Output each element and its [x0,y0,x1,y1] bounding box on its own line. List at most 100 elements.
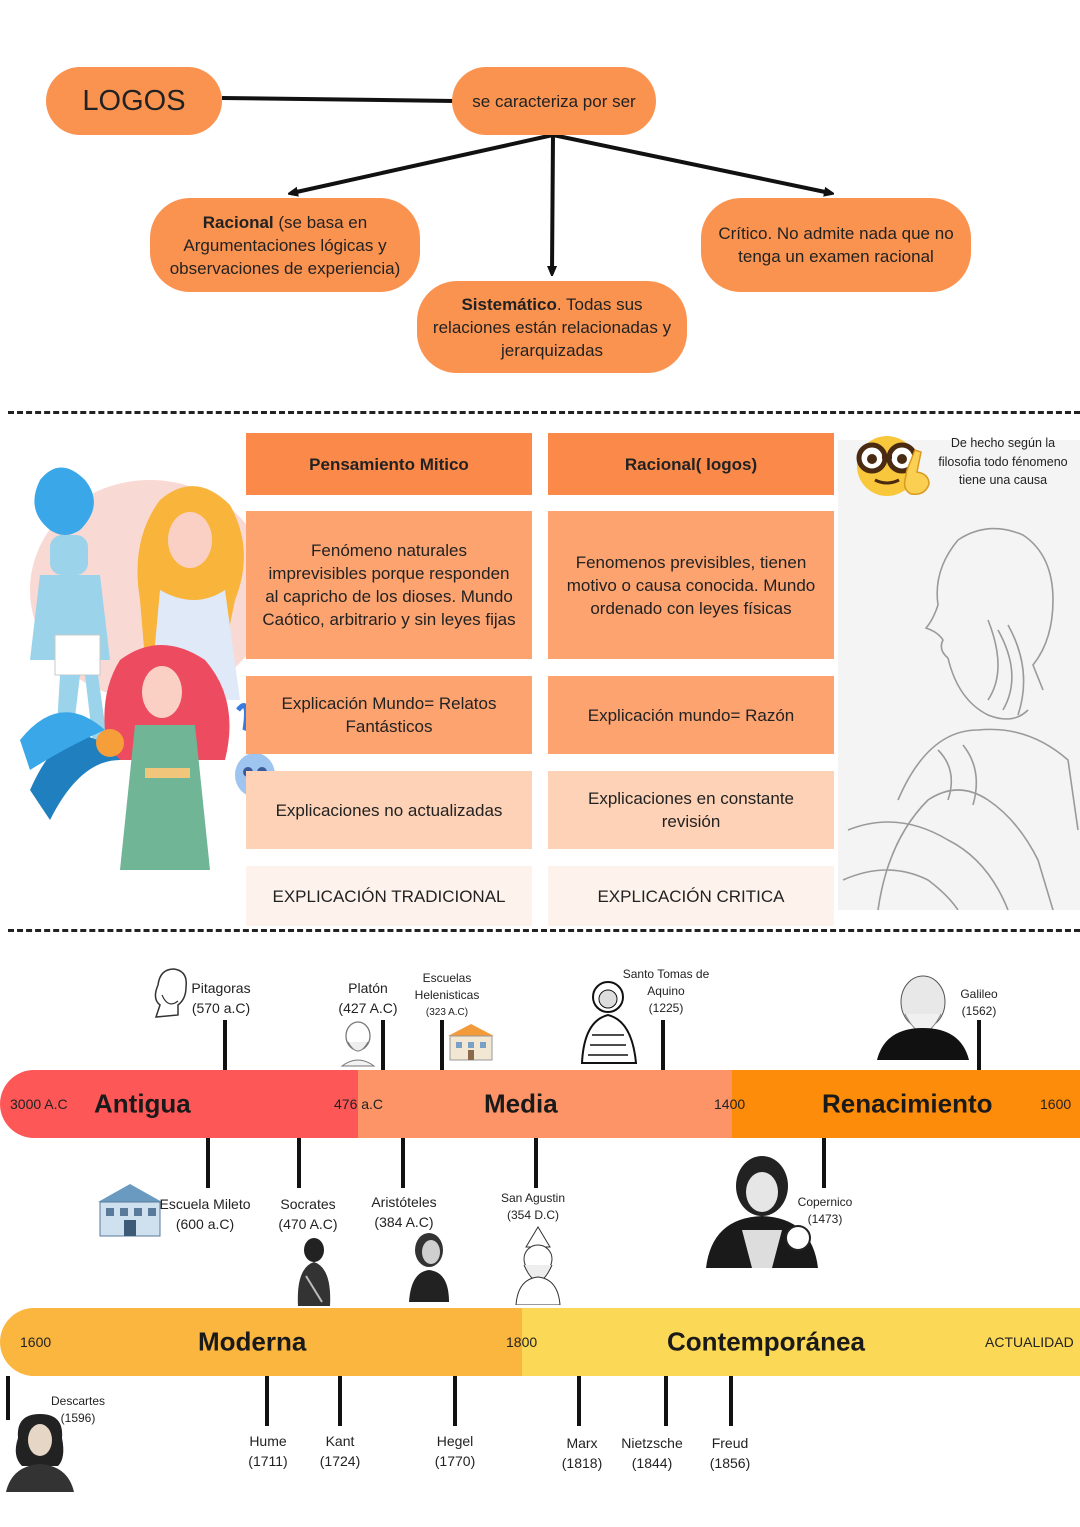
helenisticas-line1: Escuelas [422,971,472,985]
sistematico-bold: Sistemático [461,294,557,314]
nerd-emoji-icon [856,436,930,496]
tick-kant [338,1376,342,1426]
kant-name: Kant [325,1433,355,1449]
freud-date: (1856) [709,1455,751,1471]
root-connector-line [221,96,456,103]
arrow-to-racional [292,133,554,193]
marx-date: (1818) [561,1455,603,1471]
tick-platon [381,1020,385,1070]
racional-label: Racional (se basa en Argumentaciones lóg… [162,211,408,280]
tick-hume [265,1376,269,1426]
socrates-name: Socrates [280,1196,336,1212]
critico-label: Crítico. No admite nada que no tenga un … [718,224,954,266]
year-476ac: 476 a.C [334,1096,384,1112]
tick-helenisticas [440,1020,444,1070]
hegel-date: (1770) [434,1453,476,1469]
santo-tomas-engraving-icon [580,981,638,1064]
descartes-date: (1596) [60,1411,96,1425]
descartes-portrait-icon [6,1414,74,1492]
cell-racional-tipo: EXPLICACIÓN CRITICA [548,866,834,926]
year-1600-start: 1600 [20,1334,52,1350]
era-antigua-label: Antigua [94,1088,191,1119]
marx-name: Marx [566,1435,598,1451]
era-band-renacimiento: 1400 Renacimiento 1600 [714,1070,1080,1138]
era-band-media: 476 a.C Media [334,1070,732,1138]
label-galileo: Galileo (1562) [960,986,997,1020]
label-hume: Hume (1711) [248,1431,287,1471]
comparison-note: De hecho según la filosofia todo fénomen… [932,434,1074,490]
divider-bottom [8,929,1080,932]
sistematico-node: Sistemático. Todas sus relaciones están … [417,281,687,373]
label-freud: Freud (1856) [710,1433,750,1473]
tick-hegel [453,1376,457,1426]
helenisticas-date: (323 A.C) [425,1007,469,1018]
header-racional: Racional( logos) [548,433,834,495]
critico-node: Crítico. No admite nada que no tenga un … [701,198,971,292]
thinker-sketch-icon [842,527,1079,910]
pitagoras-date: (570 a.C) [191,1000,251,1016]
aristoteles-date: (384 A.C) [374,1214,434,1230]
label-kant: Kant (1724) [320,1431,360,1471]
cell-mitico-fenomenos-text: Fenómeno naturales imprevisibles porque … [262,541,516,629]
copernico-name: Copernico [797,1195,853,1209]
cell-racional-actualizacion: Explicaciones en constante revisión [548,771,834,849]
header-mitico-label: Pensamiento Mitico [309,454,469,474]
san-agustin-engraving-icon [515,1226,561,1305]
header-racional-label: Racional( logos) [624,454,758,474]
arrow-to-sistematico [552,134,553,272]
school-building-icon [448,1024,494,1061]
socrates-statue-icon [297,1238,331,1306]
freud-name: Freud [711,1435,749,1451]
tick-marx [577,1376,581,1426]
label-aristoteles: Aristóteles (384 A.C) [371,1192,436,1232]
era-band-moderna: 1600 Moderna [0,1308,522,1376]
nietzsche-name: Nietzsche [621,1435,683,1451]
galileo-name: Galileo [960,987,998,1001]
mileto-school-icon [98,1184,162,1237]
mileto-name: Escuela Mileto [159,1196,251,1212]
logos-node: LOGOS [46,67,222,135]
racional-text: (se basa en Argumentaciones lógicas y ob… [169,212,401,278]
santo-tomas-line1: Santo Tomas de [622,967,710,981]
galileo-portrait-icon [877,975,969,1060]
racional-bold: Racional [202,212,274,232]
label-helenisticas: Escuelas Helenisticas (323 A.C) [415,970,480,1021]
copernico-date: (1473) [807,1212,843,1226]
cell-racional-actualizacion-text: Explicaciones en constante revisión [587,789,795,831]
santo-tomas-date: (1225) [648,1001,684,1015]
arrow-to-critico [552,133,830,193]
descartes-name: Descartes [50,1394,106,1408]
hegel-name: Hegel [436,1433,474,1449]
pitagoras-name: Pitagoras [191,980,251,996]
sistematico-label: Sistemático. Todas sus relaciones están … [429,293,675,362]
cell-mitico-actualizacion-text: Explicaciones no actualizadas [275,800,503,820]
racional-node: Racional (se basa en Argumentaciones lóg… [150,198,420,292]
hume-name: Hume [249,1433,287,1449]
header-mitico: Pensamiento Mitico [246,433,532,495]
era-contemporanea-label: Contemporánea [667,1326,865,1357]
mileto-date: (600 a.C) [175,1216,235,1232]
tick-santo-tomas [661,1020,665,1070]
pitagoras-portrait-icon [154,968,187,1018]
nietzsche-date: (1844) [631,1455,673,1471]
platon-date: (427 A.C) [338,1000,398,1016]
tick-san-agustin [534,1138,538,1188]
concept-map-arrows [221,96,1080,300]
comparison-note-text: De hecho según la filosofia todo fénomen… [938,436,1068,487]
tick-galileo [977,1020,981,1070]
socrates-date: (470 A.C) [278,1216,338,1232]
label-pitagoras: Pitagoras (570 a.C) [191,978,250,1018]
kant-date: (1724) [319,1453,361,1469]
aristoteles-name: Aristóteles [371,1194,437,1210]
divider-top [8,411,1080,414]
era-media-label: Media [484,1088,558,1119]
tick-socrates [297,1138,301,1188]
era-moderna-label: Moderna [198,1326,307,1357]
santo-tomas-line2: Aquino [647,984,685,998]
label-descartes: Descartes (1596) [51,1393,105,1427]
label-platon: Platón (427 A.C) [338,978,397,1018]
tick-mileto [206,1138,210,1188]
san-agustin-date: (354 D.C) [506,1208,559,1222]
sistematico-text: . Todas sus relaciones están relacionada… [432,294,672,360]
platon-name: Platón [348,980,388,996]
